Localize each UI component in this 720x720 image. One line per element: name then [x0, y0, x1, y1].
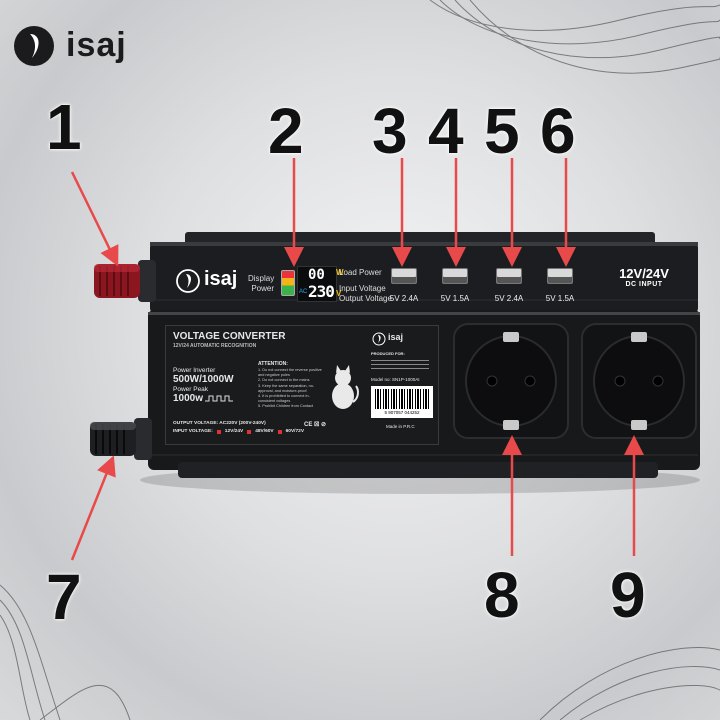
usb-port-2[interactable]: 5V 1.5A	[437, 268, 473, 303]
lcd-voltage-reading: 230	[308, 282, 335, 301]
label-logo-icon	[372, 332, 386, 346]
lcd-voltage-unit: V	[336, 289, 342, 298]
display-label-line2: Power	[251, 284, 274, 293]
load-power-label: Load Power	[339, 268, 382, 277]
warning-item: 2. Do not connect to the mains	[258, 378, 310, 383]
warning-item: 4. It is prohibited to connect in-consis…	[258, 394, 310, 404]
certification-marks: CE ☒ ⊘	[304, 422, 327, 428]
callout-number-6: 6	[540, 95, 576, 167]
display-power-label: Display Power	[248, 274, 274, 294]
power-peak-label: Power Peak	[173, 386, 209, 393]
lcd-ac-label: AC	[299, 289, 308, 295]
manufacturer-address	[371, 357, 429, 373]
display-power-button[interactable]	[281, 270, 295, 296]
ac-socket-1[interactable]	[452, 322, 570, 440]
spec-label-panel: VOLTAGE CONVERTER 12V/24 AUTOMATIC RECOG…	[165, 325, 439, 445]
barcode: 5 907057 044252	[371, 386, 433, 418]
output-voltage-label: Output Voltage	[339, 294, 392, 303]
label-subtitle: 12V/24 AUTOMATIC RECOGNITION	[173, 343, 257, 349]
input-voltage-label: Input Voltage	[339, 284, 386, 293]
peak-value: 1000w	[173, 393, 204, 404]
callout-number-4: 4	[428, 95, 464, 167]
usb-port-4-label: 5V 1.5A	[545, 294, 575, 303]
dc-input-title: 12V/24V	[619, 266, 669, 281]
input-option: 12V/24V	[224, 429, 244, 434]
cat-illustration	[332, 365, 359, 409]
ac-socket-2[interactable]	[580, 322, 698, 440]
display-label-line1: Display	[248, 274, 275, 283]
positive-terminal[interactable]	[90, 254, 160, 310]
callout-number-5: 5	[484, 95, 520, 167]
power-rating: 500W/1000W	[173, 374, 234, 385]
label-brand-name: isaj	[388, 332, 404, 342]
barcode-number: 5 907057 044252	[384, 410, 420, 415]
brand-logo	[10, 24, 60, 79]
brand-name: isaj	[66, 26, 127, 64]
model-number: Model no: SN1P-1000AI	[371, 377, 420, 382]
callout-number-8: 8	[484, 559, 520, 631]
dc-input-subtitle: DC INPUT	[625, 281, 663, 288]
usb-port-2-label: 5V 1.5A	[440, 294, 470, 303]
lcd-power-unit: W	[336, 268, 344, 277]
attention-heading: ATTENTION:	[258, 361, 288, 367]
label-title: VOLTAGE CONVERTER	[173, 331, 286, 342]
warnings-list: 1. Do not connect the reverse positive a…	[258, 368, 322, 410]
usb-port-1-label: 5V 2.4A	[389, 294, 419, 303]
lcd-display: AC 00 230	[297, 266, 337, 302]
device-logo-icon	[176, 269, 200, 293]
warning-item: 1. Do not connect the reverse positive a…	[258, 368, 322, 378]
callout-number-7: 7	[46, 561, 82, 633]
power-inverter-label: Power Inverter	[173, 367, 216, 374]
made-in-label: Made in P.R.C	[386, 424, 415, 429]
input-option: 48V/60V	[255, 429, 274, 434]
warning-item: 5. Prohibit Children from Contact	[258, 404, 314, 409]
produced-for-label: PRODUCED FOR:	[371, 351, 405, 356]
callout-number-3: 3	[372, 95, 408, 167]
input-voltage-spec: INPUT VOLTAGE: 12V/24V 48V/60V 60V/72V	[173, 429, 304, 434]
usb-port-3-label: 5V 2.4A	[494, 294, 524, 303]
output-voltage-spec: OUTPUT VOLTAGE: AC220V (200V-240V)	[173, 421, 266, 426]
callout-number-1: 1	[46, 91, 82, 163]
usb-port-1[interactable]: 5V 2.4A	[386, 268, 422, 303]
warning-item: 3. Keep the same separation, no-approval…	[258, 383, 315, 393]
lcd-power-reading: 00	[308, 267, 325, 283]
lcd-legend: Load Power Input Voltage Output Voltage	[339, 268, 392, 304]
usb-port-3[interactable]: 5V 2.4A	[491, 268, 527, 303]
dc-input-label: 12V/24V DC INPUT	[604, 266, 684, 288]
usb-port-4[interactable]: 5V 1.5A	[542, 268, 578, 303]
isaj-logo-icon	[14, 26, 54, 66]
callout-number-2: 2	[268, 95, 304, 167]
input-voltage-spec-label: INPUT VOLTAGE:	[173, 429, 213, 434]
callout-number-9: 9	[610, 559, 646, 631]
device-brand-name: isaj	[204, 268, 238, 290]
sine-wave-icon	[205, 395, 233, 402]
arrow-1	[70, 171, 119, 267]
input-option: 60V/72V	[285, 429, 305, 434]
arrow-7	[70, 455, 116, 561]
body-base	[178, 462, 658, 478]
negative-terminal[interactable]	[86, 412, 156, 468]
